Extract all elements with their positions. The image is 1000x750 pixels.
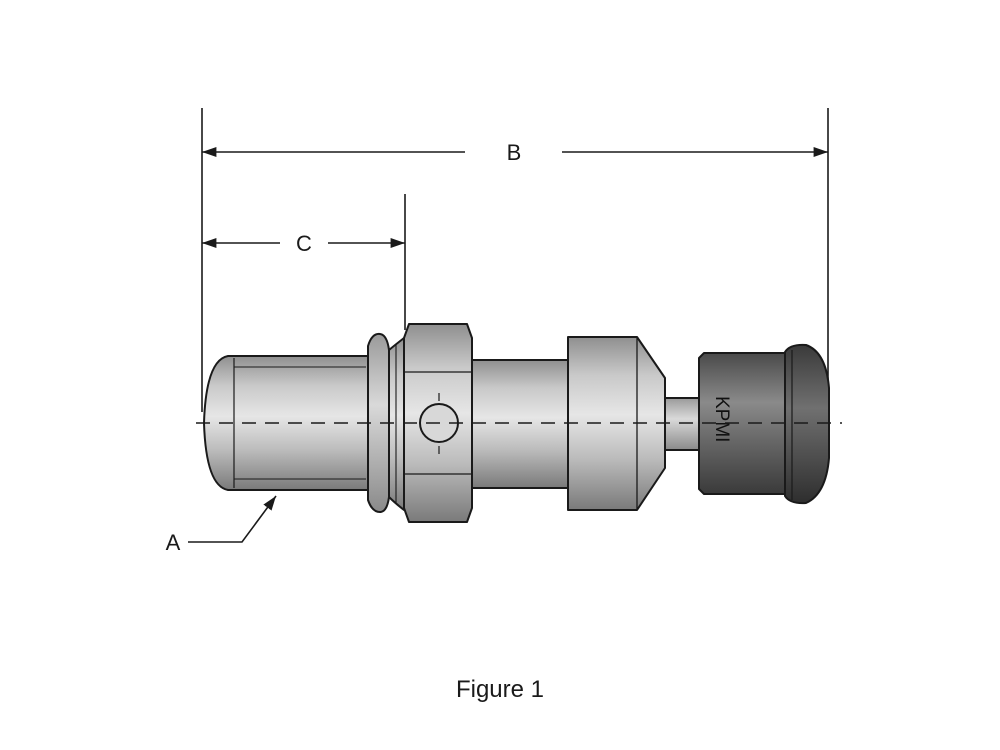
pin-neck — [664, 397, 700, 451]
brand-marking: KPMI — [711, 396, 732, 442]
extension-lines — [201, 108, 829, 412]
figure-caption: Figure 1 — [455, 676, 545, 703]
knob-head — [784, 343, 830, 505]
leader-a-label: A — [166, 530, 181, 555]
leader-a — [188, 495, 277, 543]
leader-a-line — [188, 495, 277, 543]
dimension-c-label: C — [296, 231, 312, 256]
dimension-b-label: B — [507, 140, 522, 165]
neck-shaft — [471, 359, 569, 489]
retention-knob — [203, 323, 830, 523]
threaded-shank — [203, 355, 369, 491]
